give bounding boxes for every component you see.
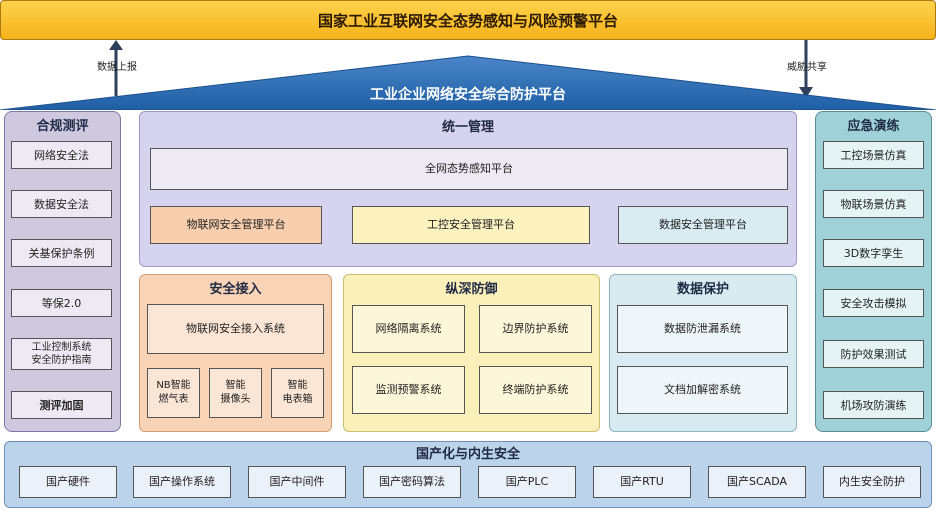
localization-title: 国产化与内生安全 [415, 446, 520, 462]
compliance-item: 网络安全法 [11, 141, 112, 169]
data-protection-item: 文档加解密系统 [617, 366, 788, 414]
localization-item: 国产操作系统 [133, 466, 231, 498]
emergency-item: 防护效果测试 [823, 340, 924, 368]
localization-item: 国产硬件 [19, 466, 117, 498]
localization-item: 国产RTU [593, 466, 691, 498]
arrow-up-icon [109, 40, 123, 96]
localization-item: 内生安全防护 [823, 466, 921, 498]
defense-item: 边界防护系统 [479, 305, 592, 353]
defense-item: 网络隔离系统 [352, 305, 465, 353]
compliance-title: 合规测评 [36, 118, 89, 134]
emergency-item: 机场攻防演练 [823, 391, 924, 419]
emergency-item: 3D数字孪生 [823, 239, 924, 267]
data-report-label: 数据上报 [97, 62, 137, 73]
compliance-item: 测评加固 [11, 391, 112, 419]
platform-title: 工业企业网络安全综合防护平台 [370, 87, 566, 103]
full-network-platform: 全网态势感知平台 [150, 148, 788, 190]
secure-access-title: 安全接入 [209, 281, 262, 297]
defense-item: 终端防护系统 [479, 366, 592, 414]
top-banner-title: 国家工业互联网安全态势感知与风险预警平台 [317, 11, 618, 30]
data-protection-item: 数据防泄漏系统 [617, 305, 788, 353]
localization-item: 国产密码算法 [363, 466, 461, 498]
compliance-item: 工业控制系统 安全防护指南 [11, 338, 112, 370]
top-banner: 国家工业互联网安全态势感知与风险预警平台 [0, 0, 936, 40]
localization-item: 国产PLC [478, 466, 576, 498]
camera-item: 智能 摄像头 [209, 368, 262, 418]
iot-security-platform: 物联网安全管理平台 [150, 206, 322, 244]
data-protection-title: 数据保护 [676, 281, 729, 297]
unified-management-title: 统一管理 [441, 119, 494, 135]
compliance-item: 等保2.0 [11, 289, 112, 317]
meter-box-item: 智能 电表箱 [271, 368, 324, 418]
emergency-item: 物联场景仿真 [823, 190, 924, 218]
emergency-item: 安全攻击模拟 [823, 289, 924, 317]
data-security-platform: 数据安全管理平台 [618, 206, 788, 244]
emergency-item: 工控场景仿真 [823, 141, 924, 169]
platform-roof [0, 55, 936, 110]
localization-item: 国产SCADA [708, 466, 806, 498]
emergency-title: 应急演练 [847, 118, 900, 134]
iot-access-system: 物联网安全接入系统 [147, 304, 324, 354]
defense-title: 纵深防御 [445, 281, 498, 297]
arrow-down-icon [799, 40, 813, 98]
compliance-item: 关基保护条例 [11, 239, 112, 267]
threat-share-label: 威胁共享 [787, 62, 827, 73]
localization-item: 国产中间件 [248, 466, 346, 498]
defense-item: 监测预警系统 [352, 366, 465, 414]
gas-meter-item: NB智能 燃气表 [147, 368, 200, 418]
ics-security-platform: 工控安全管理平台 [352, 206, 590, 244]
compliance-item: 数据安全法 [11, 190, 112, 218]
